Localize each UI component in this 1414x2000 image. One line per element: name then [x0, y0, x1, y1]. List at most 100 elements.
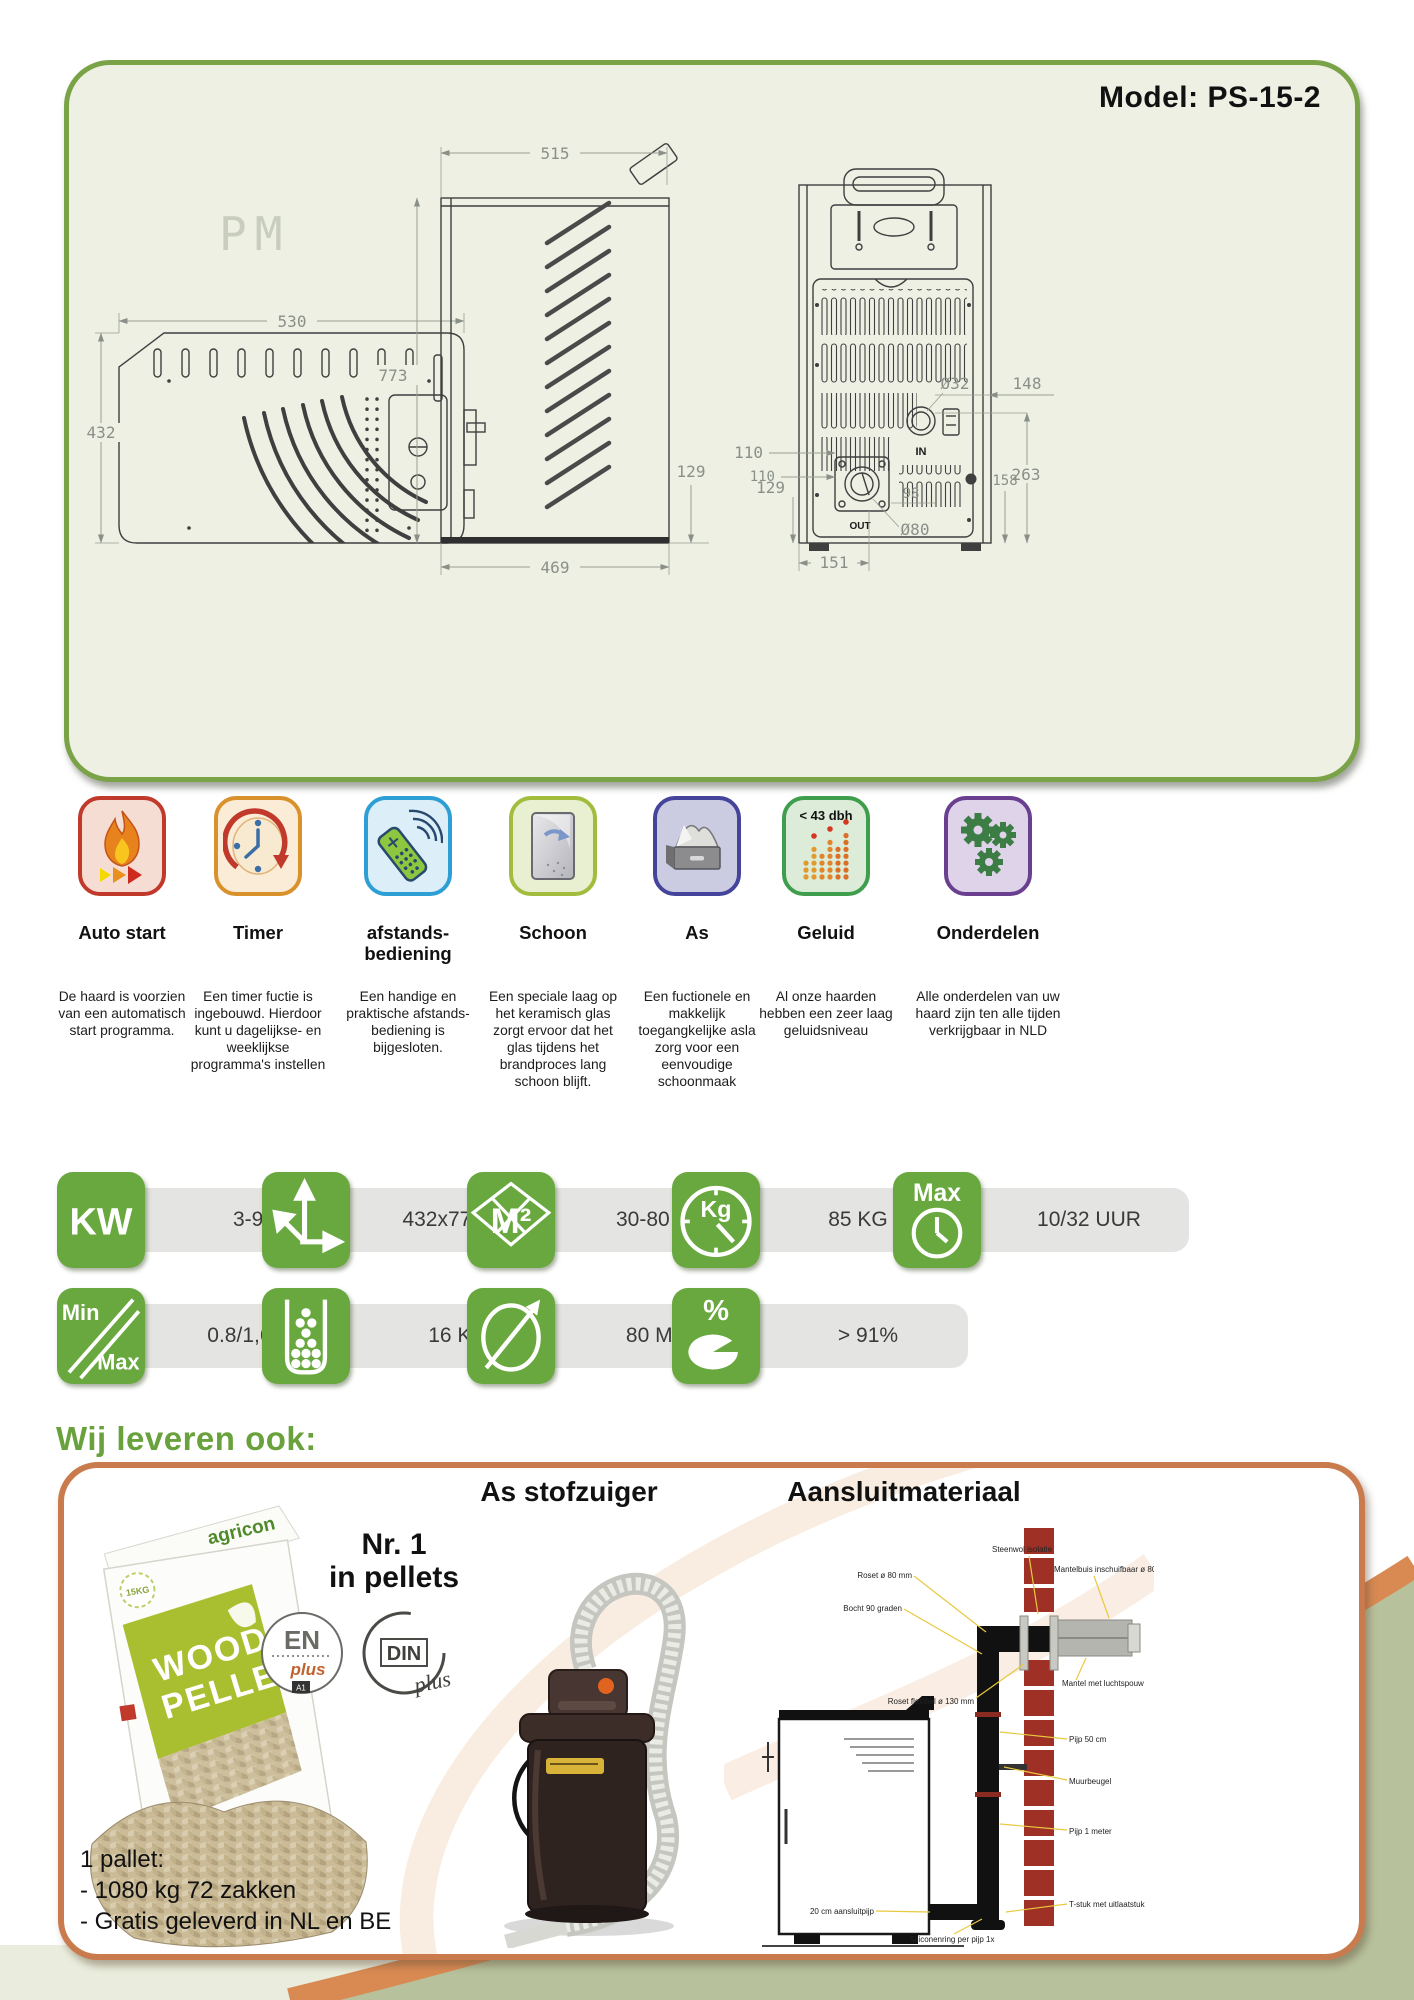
svg-text:148: 148 — [1013, 374, 1042, 393]
pm-watermark: PM — [219, 207, 290, 261]
feature-text: Een timer fuctie is ingebouwd. Hierdoor … — [190, 989, 326, 1073]
svg-text:< 43 dbh: < 43 dbh — [799, 808, 852, 823]
svg-text:515: 515 — [541, 144, 570, 163]
feature-text: Een fuctionele en makkelijk toegangkelij… — [638, 989, 756, 1090]
drawing-panel: Model: PS-15-2 PM — [64, 60, 1360, 782]
svg-text:530: 530 — [278, 312, 307, 331]
cad-side-view: 515 773 469 129 — [367, 143, 709, 577]
svg-text:129: 129 — [756, 478, 785, 497]
svg-text:151: 151 — [820, 553, 849, 572]
svg-text:Bocht 90 graden: Bocht 90 graden — [843, 1604, 902, 1613]
svg-text:Max: Max — [913, 1180, 961, 1207]
auto-start-icon — [78, 796, 166, 896]
diameter-icon — [467, 1288, 555, 1384]
model-title: Model: PS-15-2 — [1098, 81, 1321, 114]
svg-text:110: 110 — [734, 443, 763, 462]
feature-title: Geluid — [797, 922, 855, 943]
percent-icon: % — [672, 1288, 760, 1384]
as-icon — [653, 796, 741, 896]
connection-diagram: Roset ø 80 mm Bocht 90 graden Steenwol i… — [724, 1528, 1154, 1947]
feature-text: Een speciale laag op het keramisch glas … — [488, 989, 618, 1090]
feature-title: Auto start — [78, 922, 166, 943]
geluid-icon: < 43 dbh — [782, 796, 870, 896]
feature-text: Alle onderdelen van uw haard zijn ten al… — [915, 989, 1061, 1039]
svg-text:432: 432 — [87, 423, 116, 442]
svg-text:Siliconenring per pijp 1x: Siliconenring per pijp 1x — [910, 1935, 995, 1944]
svg-text:15KG: 15KG — [125, 1584, 150, 1598]
svg-text:plus: plus — [410, 1666, 453, 1698]
svg-text:129: 129 — [677, 462, 706, 481]
svg-text:Muurbeugel: Muurbeugel — [1069, 1777, 1111, 1786]
kw-icon: KW — [57, 1172, 145, 1268]
pellets-hopper-icon — [262, 1288, 350, 1384]
feature-text: Al onze haarden hebben een zeer laag gel… — [759, 989, 893, 1039]
svg-text:20 cm aansluitpijp: 20 cm aansluitpijp — [810, 1907, 875, 1916]
svg-text:Mantel met luchtspouw: Mantel met luchtspouw — [1062, 1679, 1144, 1688]
dimensions-icon — [262, 1172, 350, 1268]
onderdelen-icon — [944, 796, 1032, 896]
pallet-line2: - 1080 kg 72 zakken — [80, 1877, 297, 1905]
connect-title: Aansluitmateriaal — [787, 1476, 1021, 1507]
svg-text:Pijp 50 cm: Pijp 50 cm — [1069, 1735, 1107, 1744]
svg-text:M²: M² — [491, 1202, 532, 1241]
feature-as: As Een fuctionele en makkelijk toegangke… — [622, 796, 772, 1091]
schoon-icon — [509, 796, 597, 896]
svg-text:plus: plus — [290, 1660, 326, 1679]
svg-text:Ø32: Ø32 — [941, 374, 970, 393]
feature-title: afstands- bediening — [364, 922, 452, 965]
svg-text:DIN: DIN — [387, 1643, 421, 1665]
svg-text:Pijp 1 meter: Pijp 1 meter — [1069, 1827, 1112, 1836]
svg-text:A1: A1 — [296, 1684, 306, 1693]
cad-back-view: IN Ø32 OUT Ø80 110 110 — [734, 168, 1054, 572]
ash-drawer-icon — [666, 825, 721, 870]
svg-text:98: 98 — [903, 486, 920, 502]
svg-text:Roset ø 80 mm: Roset ø 80 mm — [857, 1571, 912, 1580]
kg-icon: Kg — [672, 1172, 760, 1268]
feature-onderdelen: Onderdelen Alle onderdelen van uw haard … — [913, 796, 1063, 1039]
nr1-line1: Nr. 1 — [361, 1528, 427, 1561]
svg-text:T-stuk met uitlaatstuk: T-stuk met uitlaatstuk — [1069, 1900, 1146, 1909]
minmax-icon: Min Max — [57, 1288, 145, 1384]
glass-pane-icon — [531, 812, 575, 880]
also-heading: Wij leveren ook: — [56, 1420, 317, 1457]
pallet-line1: 1 pallet: — [80, 1846, 165, 1873]
svg-text:OUT: OUT — [849, 521, 870, 532]
feature-title: Schoon — [519, 922, 587, 943]
svg-text:773: 773 — [379, 366, 408, 385]
remote-control-icon — [377, 809, 443, 882]
pallet-info: 1 pallet: - 1080 kg 72 zakken - Gratis g… — [80, 1844, 391, 1938]
svg-text:Steenwol isolatie: Steenwol isolatie — [992, 1545, 1053, 1554]
ash-vacuum-image — [504, 1573, 686, 1948]
svg-text:IN: IN — [916, 446, 927, 458]
vacuum-title: As stofzuiger — [480, 1476, 658, 1507]
svg-text:263: 263 — [1012, 465, 1041, 484]
svg-text:KW: KW — [70, 1202, 133, 1244]
feature-remote: afstands- bediening Een handige en prakt… — [333, 796, 483, 1056]
svg-text:EN: EN — [284, 1625, 320, 1655]
flame-icon — [100, 810, 142, 884]
timer-icon — [214, 796, 302, 896]
svg-text:Min: Min — [62, 1300, 100, 1325]
feature-text: De haard is voorzien van een automatisch… — [58, 989, 186, 1039]
feature-text: Een handige en praktische afstands- bedi… — [346, 989, 470, 1056]
nr1-claim: Nr. 1 in pellets — [299, 1528, 489, 1594]
feature-title: As — [685, 922, 709, 943]
svg-text:Ø80: Ø80 — [901, 520, 930, 539]
svg-text:110: 110 — [750, 469, 775, 485]
svg-text:Roset flexibel ø 130 mm: Roset flexibel ø 130 mm — [888, 1697, 975, 1706]
svg-text:469: 469 — [541, 558, 570, 577]
cad-drawing: PM — [75, 143, 1054, 577]
nr1-line2: in pellets — [328, 1561, 460, 1594]
feature-timer: Timer Een timer fuctie is ingebouwd. Hie… — [183, 796, 333, 1073]
feature-geluid: < 43 dbh Geluid Al onze haarden hebben e… — [751, 796, 901, 1039]
feature-schoon: Schoon Een speciale laag op het keramisc… — [478, 796, 628, 1091]
feature-title: Onderdelen — [936, 922, 1040, 943]
cad-top-view: 530 432 — [75, 311, 486, 544]
sound-level-icon: < 43 dbh — [799, 808, 853, 880]
svg-text:Mantelbuis inschuifbaar ø 80/1: Mantelbuis inschuifbaar ø 80/130 — [1054, 1565, 1154, 1574]
svg-text:Kg: Kg — [700, 1196, 731, 1222]
svg-text:%: % — [703, 1295, 729, 1327]
certification-logos: EN plus A1 DIN plus — [261, 1611, 453, 1698]
also-box: WOOD PELLETS agricon 15KG agricon Nr. 1 … — [58, 1462, 1365, 1960]
